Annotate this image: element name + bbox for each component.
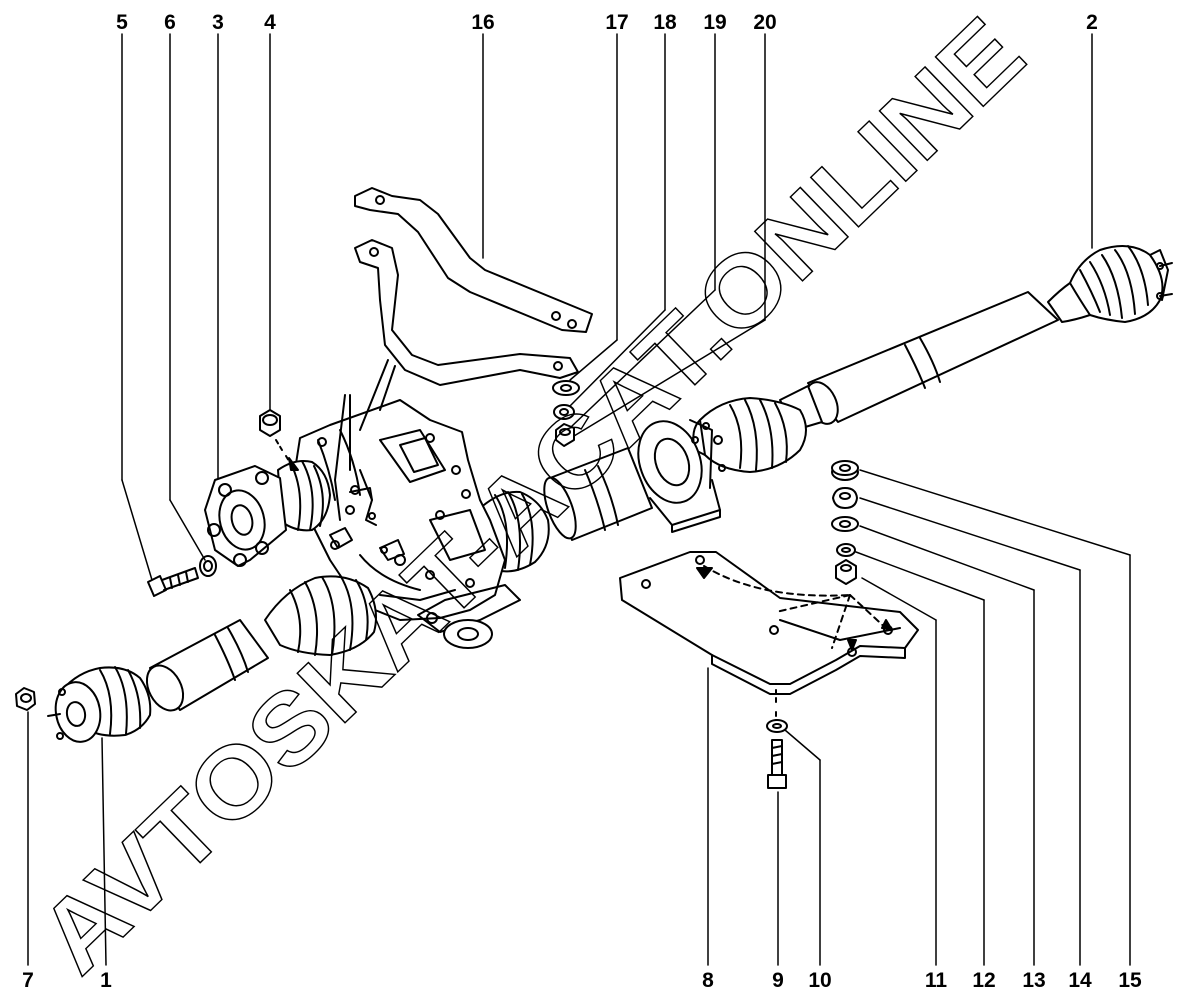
nut-7 xyxy=(15,687,36,711)
transfer-case xyxy=(294,394,521,649)
washer-6 xyxy=(199,555,217,577)
washer-18 xyxy=(553,404,575,420)
callout-12: 12 xyxy=(972,969,996,992)
callout-1: 1 xyxy=(100,969,112,992)
watermark-text: AVTOSKAT-ACAT.ONLINE xyxy=(18,0,1045,994)
callout-7: 7 xyxy=(22,969,34,992)
front-shaft-tube xyxy=(543,447,653,541)
front-shaft xyxy=(47,574,377,743)
callout-20: 20 xyxy=(753,11,777,34)
bracket-8 xyxy=(619,551,919,723)
callout-2: 2 xyxy=(1086,11,1098,34)
middle-shaft-joint xyxy=(692,385,823,473)
washer-10 xyxy=(766,719,788,733)
callout-11: 11 xyxy=(924,969,948,992)
flange xyxy=(204,465,287,567)
front-gearbox-boot xyxy=(277,460,331,532)
callout-17: 17 xyxy=(605,11,629,34)
center-support-bearing xyxy=(637,419,721,533)
spring-washer-12 xyxy=(836,543,856,557)
callout-13: 13 xyxy=(1022,969,1046,992)
nut-11 xyxy=(835,559,857,585)
leader-lines xyxy=(27,33,1131,966)
bushing-15 xyxy=(831,460,859,481)
washer-13 xyxy=(831,516,859,532)
callout-19: 19 xyxy=(703,11,727,34)
callout-4: 4 xyxy=(264,11,276,34)
callout-5: 5 xyxy=(116,11,128,34)
callout-9: 9 xyxy=(772,969,784,992)
callout-10: 10 xyxy=(808,969,832,992)
bracket-16 xyxy=(354,187,593,431)
nut-4 xyxy=(259,409,299,471)
washer-17 xyxy=(552,380,580,396)
bolt-9 xyxy=(767,739,787,789)
nut-19 xyxy=(555,423,575,447)
bolt-5 xyxy=(147,567,199,597)
callout-16: 16 xyxy=(471,11,495,34)
rear-shaft-tube xyxy=(805,291,1059,425)
callout-18: 18 xyxy=(653,11,677,34)
bushing-14 xyxy=(832,487,858,509)
callout-6: 6 xyxy=(164,11,176,34)
callout-3: 3 xyxy=(212,11,224,34)
rear-cv-joint xyxy=(1047,245,1173,323)
callout-14: 14 xyxy=(1068,969,1092,992)
callout-8: 8 xyxy=(702,969,714,992)
callout-15: 15 xyxy=(1118,969,1142,992)
